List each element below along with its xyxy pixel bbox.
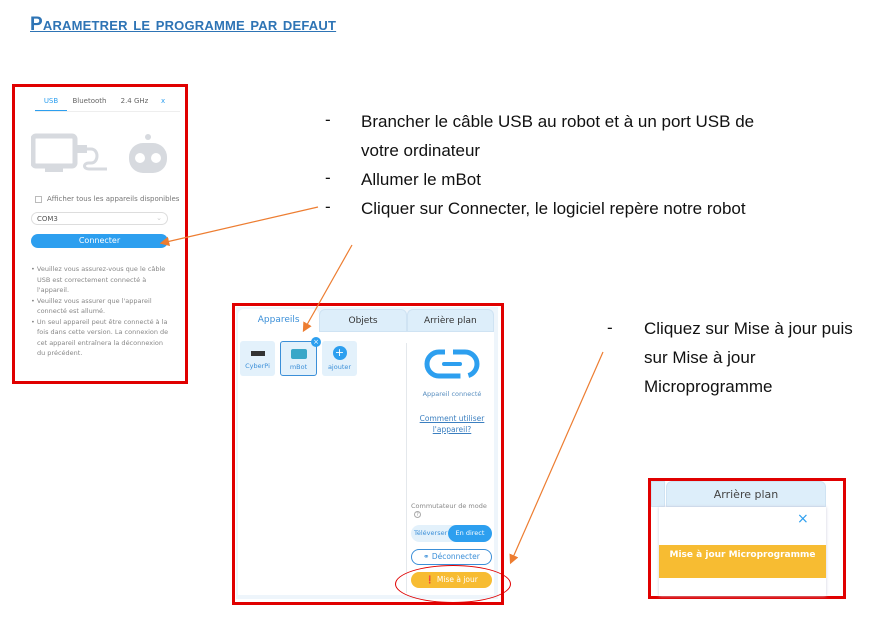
devices-panel-frame: [232, 303, 504, 605]
device-label: mBot: [289, 363, 308, 371]
update-firmware-item[interactable]: Mise à jour Microprogramme: [659, 545, 826, 578]
disconnect-button[interactable]: ⚭ Déconnecter: [411, 549, 492, 565]
close-icon[interactable]: x: [161, 97, 166, 105]
device-cyberpi[interactable]: CyberPi: [240, 341, 275, 376]
note: • Veuillez vous assurez-vous que le câbl…: [31, 265, 166, 294]
link-icon: ⚭: [423, 552, 432, 561]
device-label: ajouter: [327, 363, 352, 371]
port-value: COM3: [37, 215, 58, 223]
bullet-dash: -: [325, 197, 331, 216]
close-icon[interactable]: ×: [797, 511, 809, 527]
help-icon[interactable]: ?: [414, 511, 421, 518]
note: • Veuillez vous assurer que l'appareil c…: [31, 296, 152, 316]
arrow: [509, 351, 604, 565]
mode-live[interactable]: En direct: [448, 525, 492, 542]
update-menu: Arrière plan × Mise à jour Microprogramm…: [651, 481, 843, 596]
bullet-dash: -: [325, 168, 331, 187]
step-text: Cliquez sur Mise à jour puis sur Mise à …: [644, 319, 853, 396]
port-select[interactable]: COM3 ⌄: [31, 212, 168, 225]
tab-bluetooth[interactable]: Bluetooth: [72, 97, 107, 105]
tab-appareils[interactable]: Appareils: [238, 309, 320, 332]
page-title: Parametrer le programme par defaut: [30, 14, 337, 35]
tab-objets[interactable]: Objets: [319, 309, 407, 332]
show-all-checkbox[interactable]: [35, 196, 42, 203]
tab-arriere-plan[interactable]: Arrière plan: [406, 309, 495, 332]
cyberpi-icon: [250, 351, 265, 356]
update-menu-frame: [648, 478, 846, 599]
mode-label: Commutateur de mode: [411, 502, 487, 510]
mode-switch[interactable]: Téléverser En direct: [411, 525, 492, 542]
step-text: Cliquer sur Connecter, le logiciel repèr…: [361, 199, 746, 218]
mode-upload[interactable]: Téléverser: [414, 529, 448, 537]
disconnect-label: Déconnecter: [431, 552, 480, 561]
mbot-icon: [290, 349, 307, 359]
add-device-button[interactable]: + ajouter: [322, 341, 357, 376]
highlight-ellipse: [395, 565, 511, 603]
connection-status: Appareil connecté: [422, 390, 482, 398]
bullet-dash: -: [325, 110, 331, 129]
remove-device-icon[interactable]: ×: [311, 337, 321, 347]
plus-icon: +: [332, 346, 347, 360]
tab-24ghz[interactable]: 2.4 GHz: [120, 97, 149, 105]
link-icon: [424, 349, 480, 379]
usb-connection-illustration: [31, 133, 167, 173]
device-mbot[interactable]: mBot ×: [280, 337, 321, 376]
chevron-down-icon: ⌄: [156, 214, 162, 222]
step-text: Brancher le câble USB au robot et à un p…: [361, 112, 755, 160]
help-link[interactable]: Comment utiliser l'appareil?: [419, 414, 485, 434]
step-text: Allumer le mBot: [361, 170, 481, 189]
tab-usb[interactable]: USB: [35, 97, 67, 111]
checkbox-label: Afficher tous les appareils disponibles: [47, 195, 180, 203]
device-label: CyberPi: [245, 362, 270, 370]
connect-button[interactable]: Connecter: [31, 234, 168, 248]
note: • Un seul appareil peut être connecté à …: [31, 317, 169, 358]
bullet-dash: -: [607, 318, 613, 337]
connect-dialog: USB Bluetooth 2.4 GHz x Afficher tous le…: [17, 89, 183, 379]
tab-arriere-plan[interactable]: Arrière plan: [666, 481, 826, 507]
devices-panel: Appareils Objets Arrière plan CyberPi mB…: [236, 307, 498, 599]
